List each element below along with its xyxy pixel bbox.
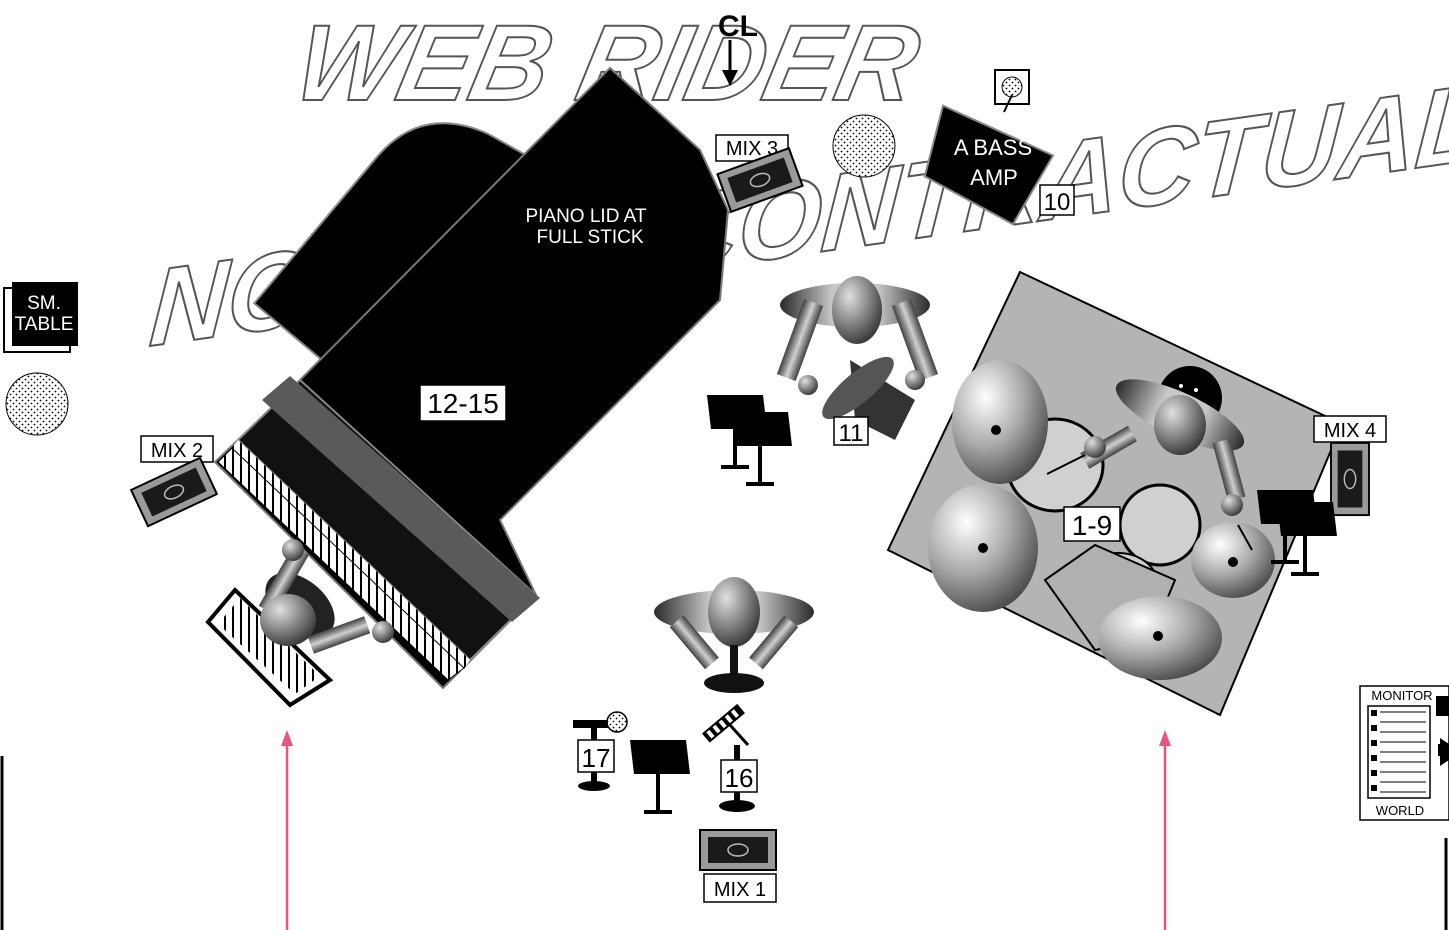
mix-1-label: MIX 1 <box>714 879 766 901</box>
piano-lid-note-line-2: FULL STICK <box>537 227 644 248</box>
side-table: SM. TABLE <box>4 282 78 352</box>
centerline-label: CL <box>718 10 758 43</box>
drummer-head <box>1154 395 1206 455</box>
bass-player: 11 <box>777 276 938 447</box>
monitor-world-label-bottom: WORLD <box>1376 803 1424 818</box>
music-stand-icon <box>630 740 690 814</box>
monitor-wedge-icon <box>131 458 217 526</box>
piano-channels-label: 12-15 <box>427 388 499 419</box>
monitor-world-label-top: MONITOR <box>1371 688 1432 703</box>
bass-player-channel: 11 <box>839 420 864 447</box>
monitor-world: MONITOR WORLD <box>1360 686 1449 820</box>
aux-mic: 17 <box>573 712 627 791</box>
bass-player-head <box>832 276 882 344</box>
vocal-music-stand <box>630 740 690 814</box>
side-table-label-line-1: SM. <box>27 293 61 314</box>
floor-speaker-top <box>833 115 895 177</box>
vocalist <box>654 577 814 693</box>
bass-music-stands <box>707 395 792 486</box>
audience-arrow-left <box>281 730 293 930</box>
microphone-icon <box>607 712 627 732</box>
monitor-mix-2: MIX 2 <box>131 436 217 526</box>
vocal-mic: 16 <box>702 704 757 812</box>
bass-amp-label-line-2: AMP <box>970 165 1018 190</box>
mix-4-label: MIX 4 <box>1324 420 1376 442</box>
music-stand-icon <box>732 412 792 486</box>
piano-lid-note-line-1: PIANO LID AT <box>525 206 646 227</box>
bass-amp-channel: 10 <box>1044 189 1071 216</box>
audience-arrow-right <box>1159 730 1171 930</box>
aux-mic-channel: 17 <box>582 743 611 773</box>
bass-amp-label-line-1: A BASS <box>954 135 1032 160</box>
monitor-wedge-icon <box>700 830 776 870</box>
monitor-wedge-icon <box>1331 443 1369 515</box>
pianist-head <box>260 594 316 646</box>
drums-channels-label: 1-9 <box>1072 510 1112 541</box>
floor-speaker-left <box>6 373 68 435</box>
mix-2-label: MIX 2 <box>151 440 203 462</box>
vocalist-head <box>708 577 760 647</box>
side-table-label-line-2: TABLE <box>15 314 74 335</box>
monitor-mix-1: MIX 1 <box>700 830 776 902</box>
vocal-mic-channel: 16 <box>725 763 754 793</box>
